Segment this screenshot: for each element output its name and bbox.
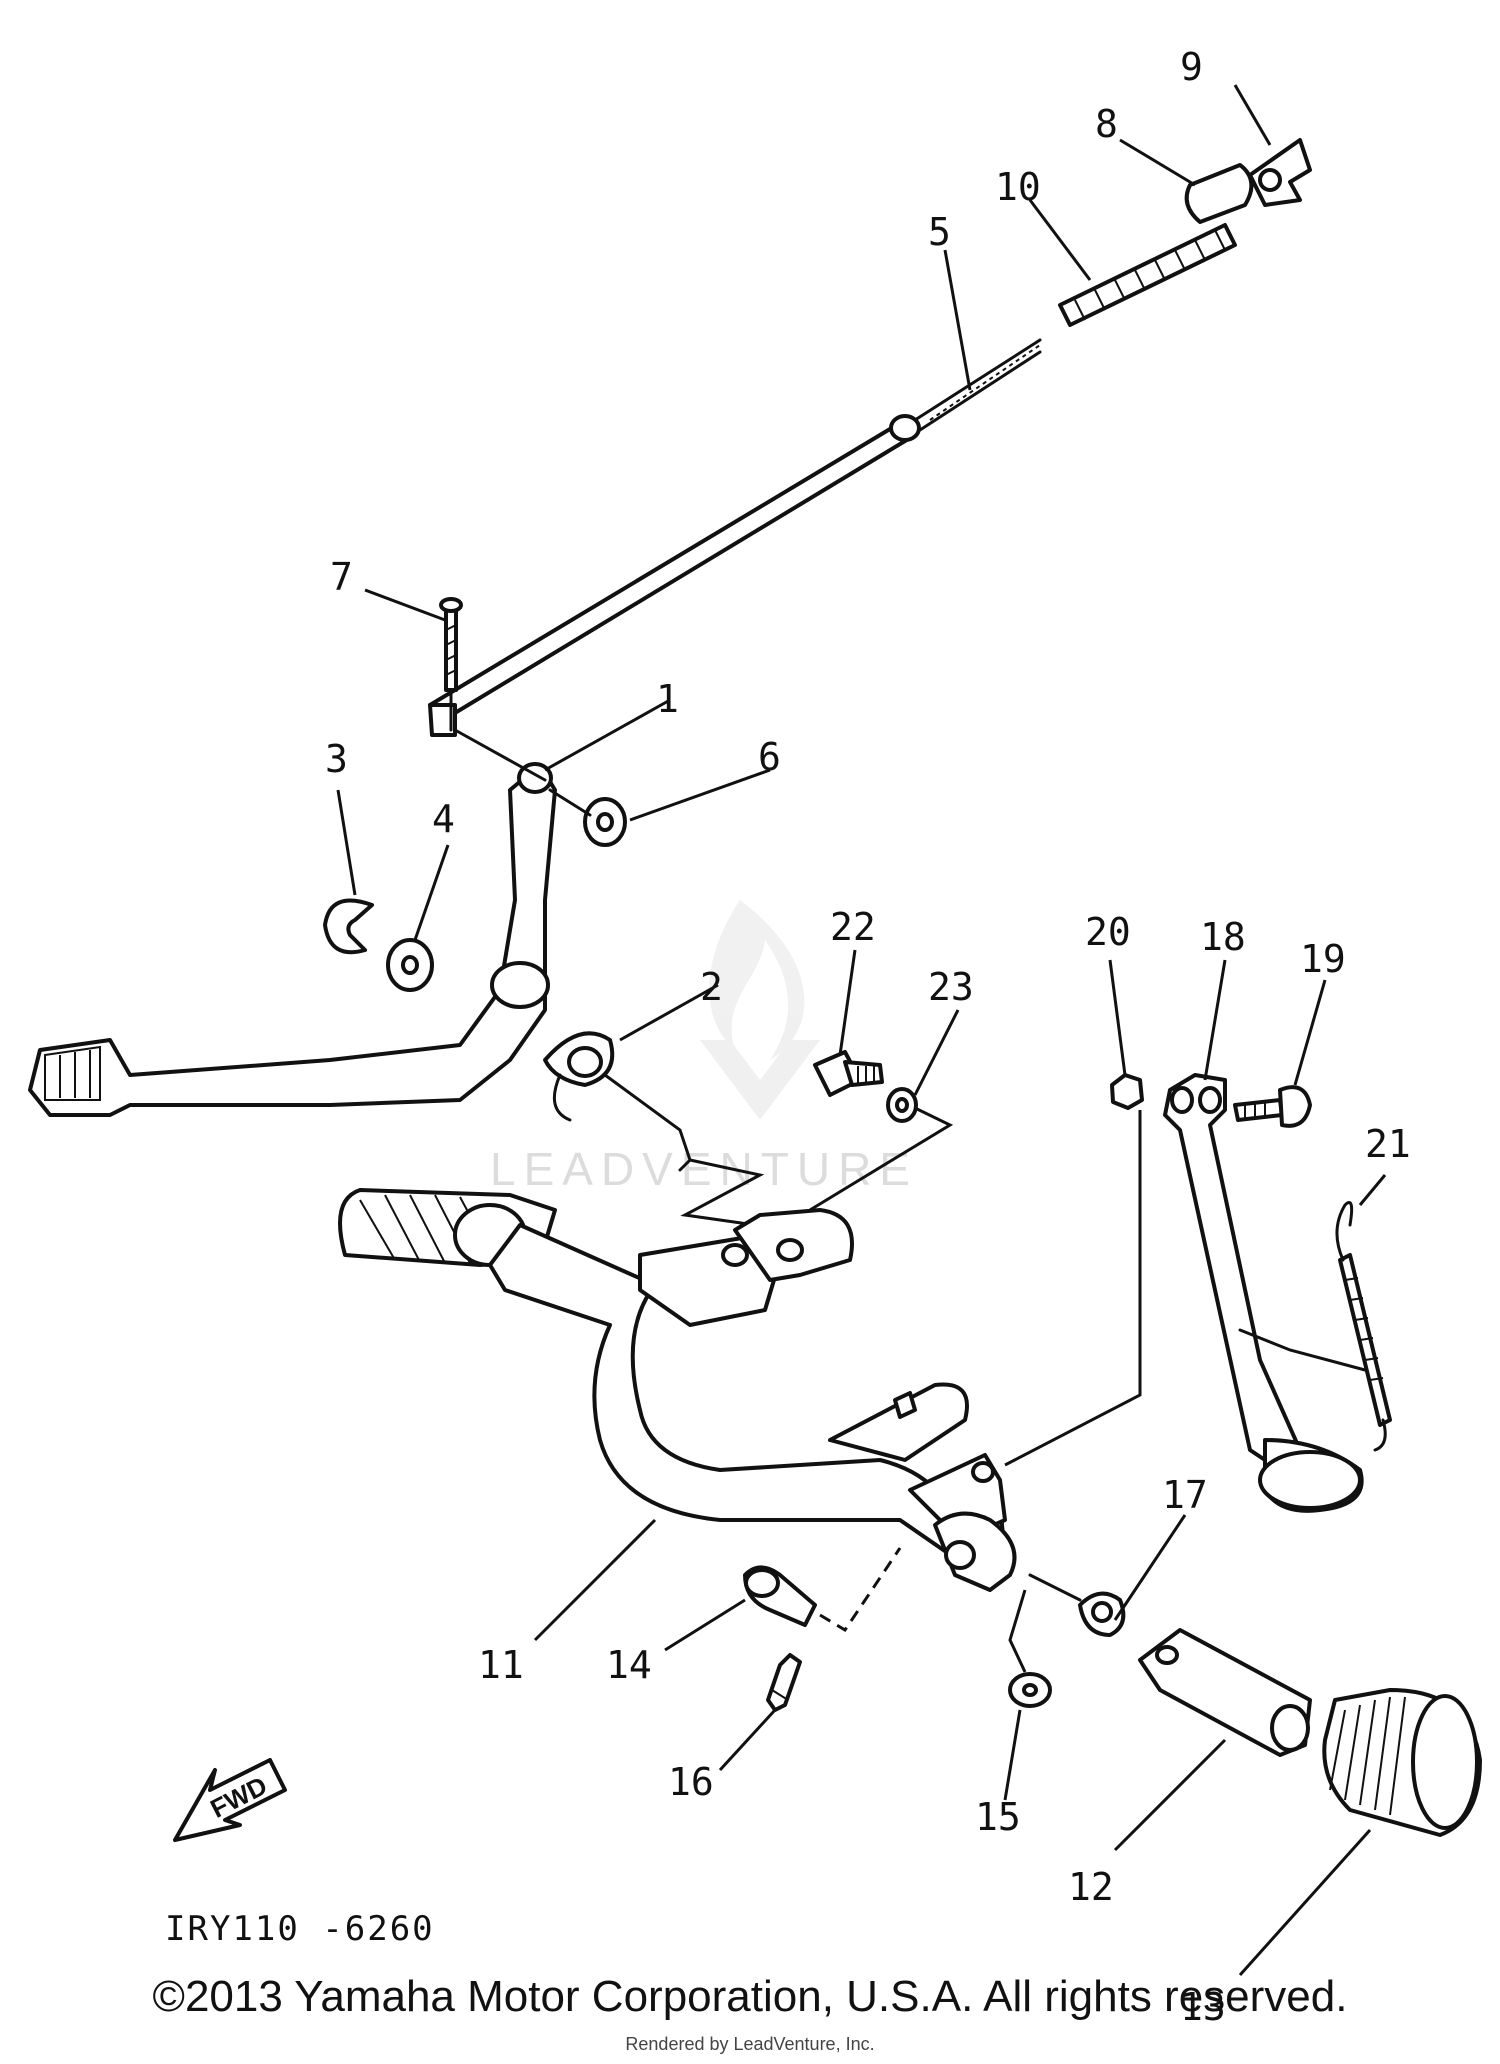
copyright-notice: ©2013 Yamaha Motor Corporation, U.S.A. A… (152, 1972, 1348, 2021)
diagram-code: IRY110 -6260 (165, 1909, 435, 1949)
callout-11: 11 (478, 1643, 524, 1687)
callout-7: 7 (330, 555, 353, 599)
callout-15: 15 (975, 1795, 1021, 1839)
rod-spring (1058, 223, 1237, 327)
callout-21: 21 (1365, 1122, 1411, 1166)
assembly-line-15 (1008, 1589, 1027, 1673)
footrest-bar (338, 1188, 1017, 1592)
side-stand (1163, 1073, 1367, 1513)
callout-19: 19 (1300, 937, 1346, 981)
stand-spring (1335, 1201, 1392, 1452)
washer (386, 938, 434, 992)
footpeg-bracket (1138, 1628, 1312, 1757)
bolt (813, 1050, 884, 1097)
fwd-arrow: FWD (173, 1758, 287, 1842)
callout-14: 14 (606, 1643, 652, 1687)
callout-22: 22 (830, 905, 876, 949)
callout-17: 17 (1162, 1473, 1208, 1517)
brake-rod (428, 338, 1042, 737)
callout-18: 18 (1200, 915, 1246, 959)
callout-6: 6 (758, 735, 781, 779)
adjuster-joint (1184, 163, 1254, 224)
stand-nut (1110, 1073, 1144, 1110)
callout-23: 23 (928, 965, 974, 1009)
lock-washer (886, 1087, 918, 1123)
callout-20: 20 (1085, 910, 1131, 954)
callout-13: 13 (1180, 1985, 1226, 2029)
cotter-pin (766, 1653, 802, 1712)
rendered-by-notice: Rendered by LeadVenture, Inc. (625, 2034, 875, 2054)
washer-15 (1008, 1672, 1052, 1708)
callout-3: 3 (325, 737, 348, 781)
assembly-line-2 (680, 1158, 791, 1232)
pivot-pin (743, 1565, 817, 1627)
brake-pedal (28, 762, 557, 1117)
callout-9: 9 (1180, 45, 1203, 89)
callout-2: 2 (700, 965, 723, 1009)
assembly-line-1 (453, 728, 547, 782)
assembly-line-6 (548, 788, 592, 817)
stand-bolt (1233, 1085, 1312, 1128)
washer-6 (583, 797, 627, 847)
footrest-spring (1028, 1573, 1126, 1637)
callout-leaders (336, 84, 1387, 1977)
clevis-pin (439, 597, 463, 732)
circlip (323, 898, 374, 955)
pedal-return-spring (543, 1031, 692, 1172)
watermark-text: LEADVENTURE (490, 1143, 918, 1195)
callout-12: 12 (1068, 1865, 1114, 1909)
footpeg-rubber (1322, 1688, 1482, 1837)
assembly-line-23 (809, 1106, 954, 1212)
assembly-line-18 (1004, 1110, 1142, 1467)
callout-5: 5 (928, 210, 951, 254)
wing-nut (1248, 138, 1312, 207)
callout-1: 1 (656, 677, 679, 721)
callout-4: 4 (432, 797, 455, 841)
callout-10: 10 (995, 165, 1041, 209)
callout-16: 16 (668, 1760, 714, 1804)
watermark-logo (700, 900, 820, 1120)
callout-8: 8 (1095, 102, 1118, 146)
assembly-line-14 (819, 1547, 902, 1633)
